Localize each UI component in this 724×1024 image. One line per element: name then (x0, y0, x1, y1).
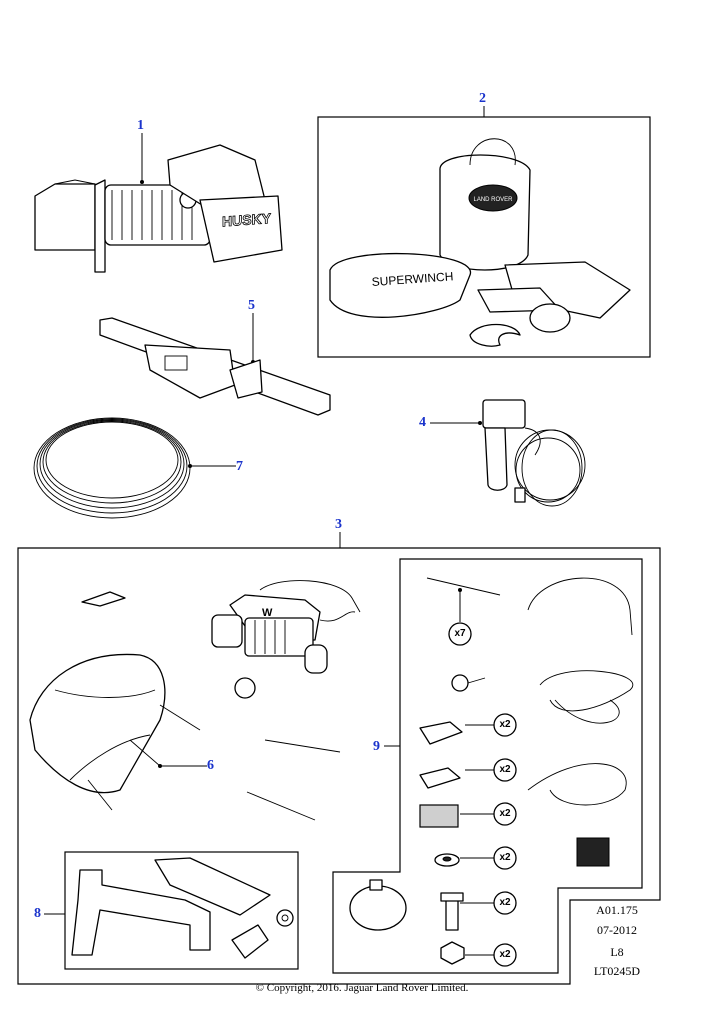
ref-code: A01.175 (596, 903, 638, 917)
bag-logo-label: LAND ROVER (473, 197, 513, 203)
mounting-plate-drawing (71, 857, 294, 959)
ref-illustration-id: LT0245D (593, 964, 641, 978)
winch-drawing: HUSKY (34, 144, 283, 273)
callout-6[interactable]: 6 (207, 758, 214, 773)
winch-mount-bracket-drawing (99, 317, 331, 416)
ref-level: L8 (610, 945, 624, 959)
callout-7[interactable]: 7 (236, 459, 243, 474)
qty-washer: x2 (499, 852, 511, 863)
callout-1[interactable]: 1 (137, 118, 144, 133)
callout-8[interactable]: 8 (34, 906, 41, 921)
qty-nut: x2 (499, 949, 511, 960)
strap-brand-label: SUPERWINCH (371, 269, 454, 289)
callout-4[interactable]: 4 (419, 415, 426, 430)
electrical-kit-frame (332, 558, 643, 974)
recovery-bag-drawing: LAND ROVER SUPERWINCH (329, 138, 631, 347)
winch-remote-letter: W (262, 607, 273, 619)
copyright-footer: © Copyright, 2016. Jaguar Land Rover Lim… (255, 982, 469, 994)
winch-kit-frame (17, 547, 661, 985)
quantity-circles (448, 622, 517, 967)
qty-fuse-block: x2 (499, 808, 511, 819)
callout-9[interactable]: 9 (373, 739, 380, 754)
remote-control-drawing (482, 399, 586, 507)
qty-bolt: x2 (499, 897, 511, 908)
callout-5[interactable]: 5 (248, 298, 255, 313)
callout-2[interactable]: 2 (479, 91, 486, 106)
leader-lines (44, 106, 485, 915)
qty-tie-straps: x7 (454, 628, 466, 639)
compact-winch-drawing: W (81, 580, 361, 821)
cable-coil-drawing (33, 417, 191, 519)
callout-3[interactable]: 3 (335, 517, 342, 532)
winch-brand-label: HUSKY (222, 210, 272, 229)
qty-spade-male: x2 (499, 764, 511, 775)
ref-date: 07-2012 (597, 923, 637, 937)
qty-spade-female: x2 (499, 719, 511, 730)
winch-cover-drawing (29, 653, 201, 811)
mounting-plate-frame (64, 851, 299, 970)
electrical-kit-drawing (349, 577, 634, 965)
